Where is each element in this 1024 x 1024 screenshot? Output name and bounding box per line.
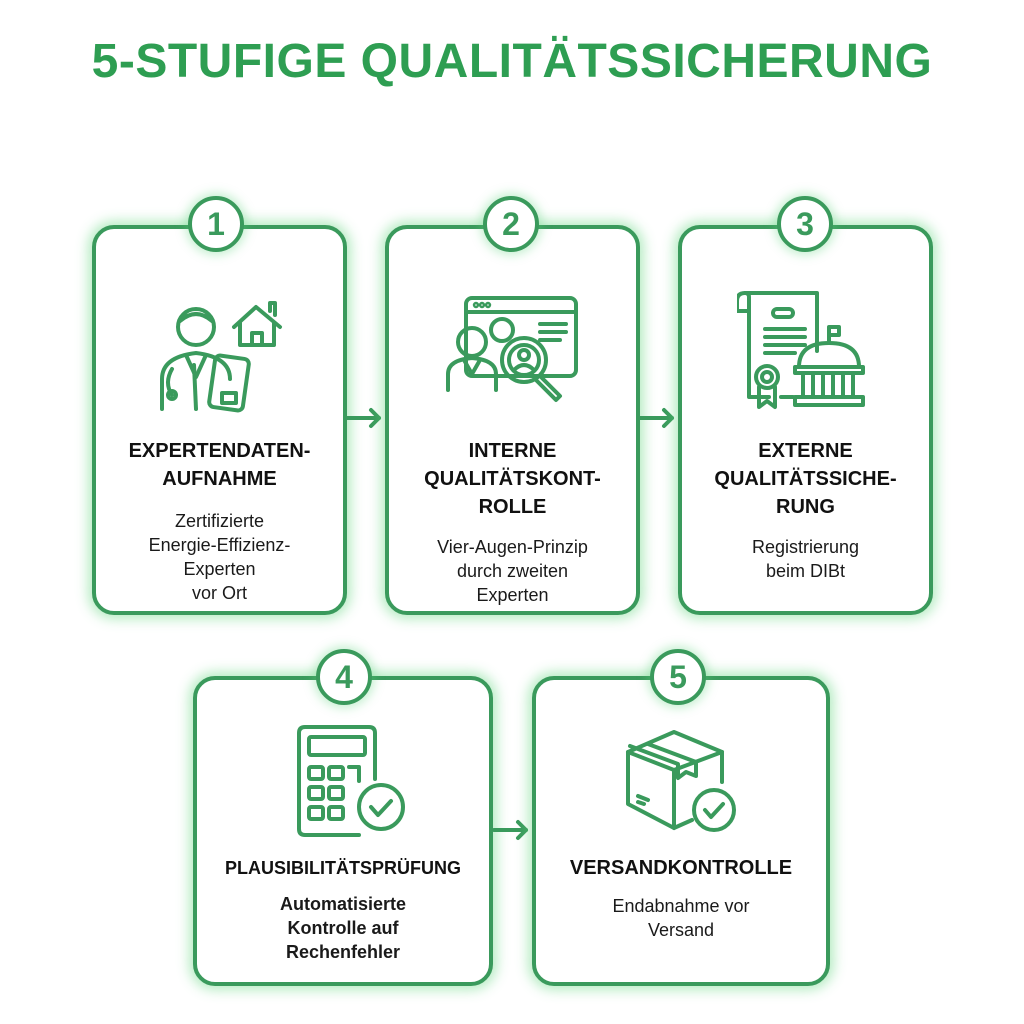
step-card-1: EXPERTENDATEN- AUFNAHME Zertifizierte En… [92, 225, 347, 615]
calculator-with-checkmark-icon [297, 725, 407, 840]
page-title: 5-STUFIGE QUALITÄTSSICHERUNG [91, 35, 933, 88]
step-title: VERSANDKONTROLLE [569, 857, 793, 879]
certificate-and-government-building-icon [735, 289, 882, 414]
step-title: INTERNE QUALITÄTSKONT- ROLLE [424, 440, 601, 518]
step-number-badge-5: 5 [650, 649, 706, 705]
step-description: Zertifizierte Energie-Effizienz- Experte… [148, 511, 291, 603]
arrow-right-icon [492, 820, 528, 840]
step-title: PLAUSIBILITÄTSPRÜFUNG [225, 858, 461, 878]
package-with-checkmark-icon [624, 730, 744, 835]
arrow-right-icon [345, 408, 381, 428]
step-card-4: PLAUSIBILITÄTSPRÜFUNG Automatisierte Kon… [193, 676, 493, 986]
step-description: Automatisierte Kontrolle auf Rechenfehle… [279, 894, 407, 962]
step-card-3: EXTERNE QUALITÄTSSICHE- RUNG Registrieru… [678, 225, 933, 615]
step-number-badge-1: 1 [188, 196, 244, 252]
step-title: EXTERNE QUALITÄTSSICHE- RUNG [714, 440, 897, 518]
step-number-badge-4: 4 [316, 649, 372, 705]
step-description: Vier-Augen-Prinzip durch zweiten Experte… [437, 537, 588, 605]
step-number-badge-3: 3 [777, 196, 833, 252]
step-card-2: INTERNE QUALITÄTSKONT- ROLLE Vier-Augen-… [385, 225, 640, 615]
expert-with-tablet-and-house-icon [156, 289, 286, 414]
step-description: Registrierung beim DIBt [751, 537, 860, 581]
arrow-right-icon [638, 408, 674, 428]
people-review-magnifier-icon [444, 294, 584, 409]
step-number-badge-2: 2 [483, 196, 539, 252]
step-card-5: VERSANDKONTROLLE Endabnahme vor Versand [532, 676, 830, 986]
step-title: EXPERTENDATEN- AUFNAHME [128, 440, 311, 490]
step-description: Endabnahme vor Versand [612, 896, 750, 940]
